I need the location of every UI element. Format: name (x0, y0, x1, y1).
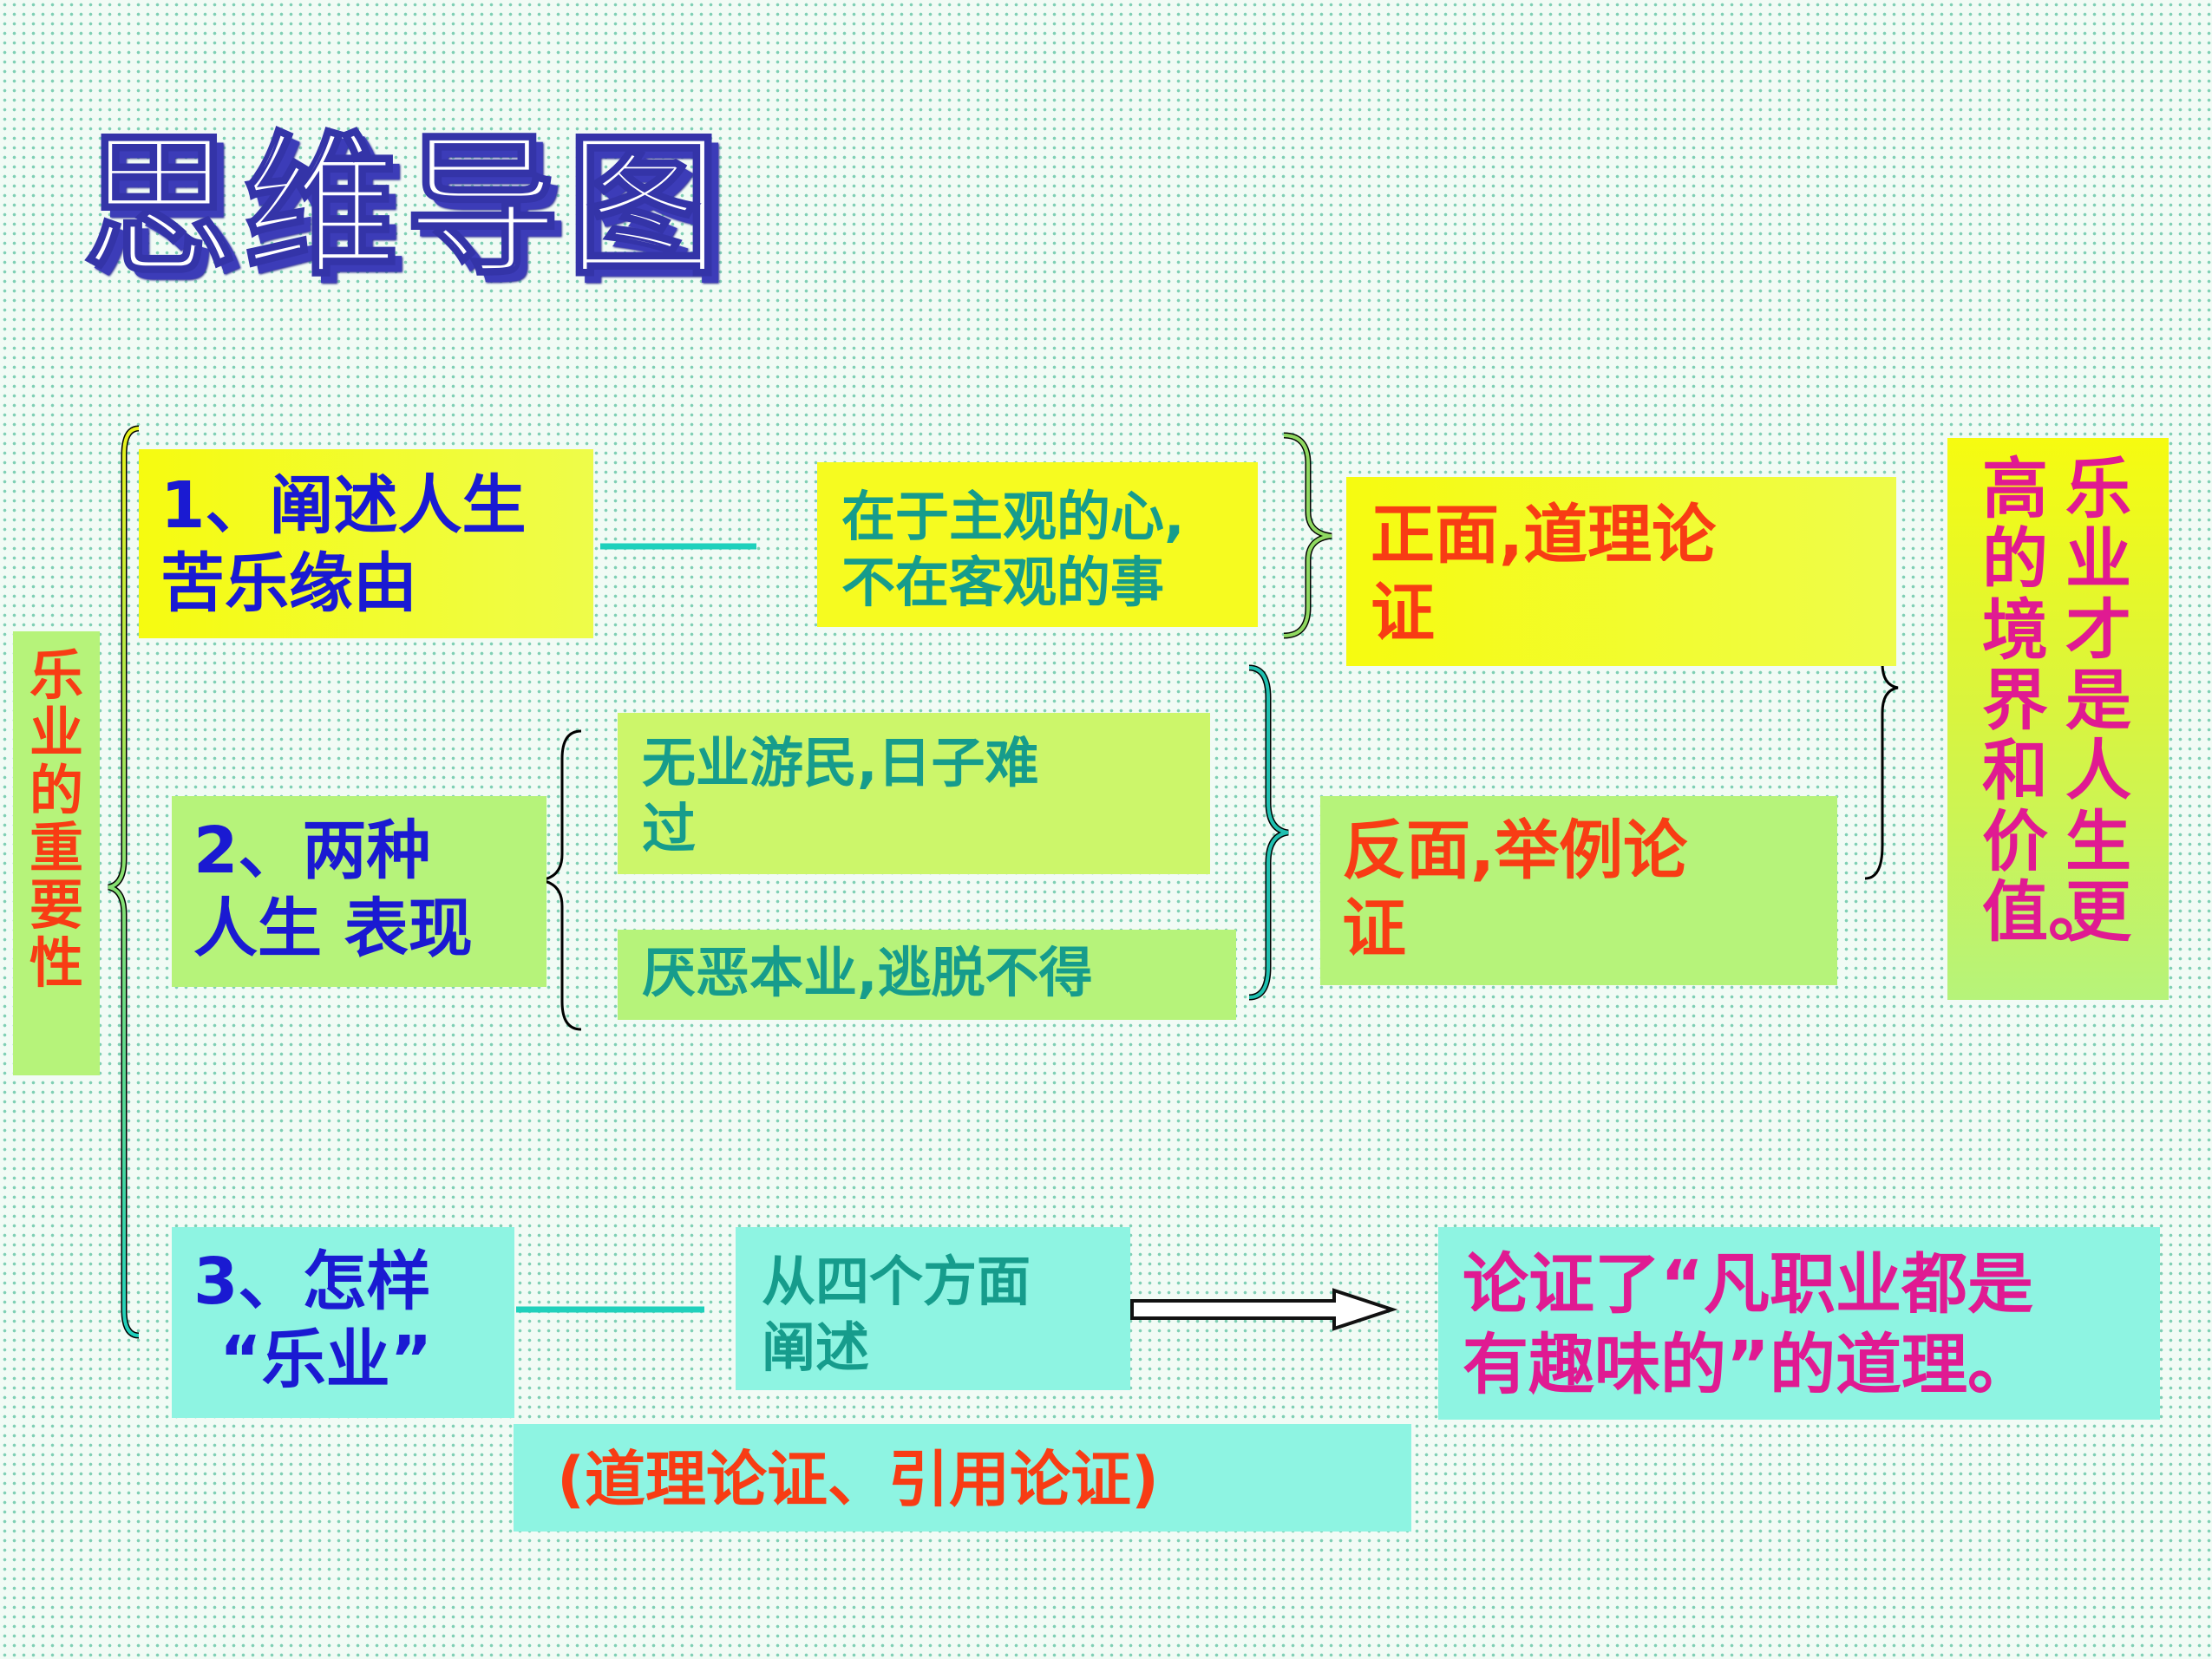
positive-argument-line2: 证 (1371, 576, 1435, 651)
root-node: 乐业的重要性 (13, 631, 100, 1075)
branch3-label-line2: “乐业” (219, 1323, 433, 1398)
branch2-node: 2、两种 人生 表现 (172, 796, 546, 987)
branch3-methods-text: (道理论证、引用论证) (557, 1444, 1159, 1515)
negative-argument-line1: 反面,举例论 (1342, 813, 1688, 888)
branch3-detail: 从四个方面 阐述 (736, 1227, 1130, 1390)
branch2-label-line1: 2、两种 (193, 813, 431, 888)
positive-argument: 正面,道理论 证 (1346, 477, 1896, 666)
branch3-detail-line2: 阐述 (762, 1315, 870, 1379)
branch2-detail-a: 无业游民,日子难 过 (618, 713, 1210, 874)
branch2-detail-b: 厌恶本业,逃脱不得 (618, 930, 1236, 1020)
negative-argument: 反面,举例论 证 (1320, 796, 1837, 985)
negative-argument-line2: 证 (1342, 892, 1406, 967)
branch3-methods: (道理论证、引用论证) (514, 1424, 1411, 1532)
branch3-node: 3、怎样 “乐业” (172, 1227, 514, 1418)
summary-node: 高的境界和价值。乐业才是人生更 (1947, 438, 2169, 1000)
branch2-detail-a-line1: 无业游民,日子难 (642, 731, 1039, 794)
branch2-detail-b-text: 厌恶本业,逃脱不得 (642, 941, 1093, 1004)
branch1-detail: 在于主观的心, 不在客观的事 (817, 462, 1258, 627)
branch3-conclusion-line2: 有趣味的”的道理。 (1463, 1325, 2033, 1403)
branch1-label-line2: 苦乐缘由 (160, 546, 417, 622)
branch3-label-line1: 3、怎样 (193, 1244, 431, 1319)
branch1-label-line1: 1、阐述人生 (160, 468, 527, 543)
branch2-detail-a-line2: 过 (642, 796, 697, 860)
positive-argument-line1: 正面,道理论 (1371, 498, 1717, 572)
branch3-detail-line1: 从四个方面 (762, 1250, 1031, 1313)
branch1-node: 1、阐述人生 苦乐缘由 (139, 449, 593, 638)
branch1-detail-line1: 在于主观的心, (841, 485, 1185, 548)
branch3-conclusion: 论证了“凡职业都是 有趣味的”的道理。 (1438, 1227, 2160, 1420)
arrow-right (1130, 1288, 1398, 1331)
branch2-label-line2: 人生 表现 (193, 892, 473, 967)
root-label: 乐业的重要性 (29, 643, 84, 995)
summary-col1: 乐业才是人生更 (2065, 450, 2131, 950)
branch1-detail-line2: 不在客观的事 (841, 550, 1165, 614)
branch3-conclusion-line1: 论证了“凡职业都是 (1463, 1245, 2033, 1323)
summary-col2: 高的境界和价值。 (1982, 450, 2114, 950)
page-title: 思维导图 (82, 116, 728, 298)
